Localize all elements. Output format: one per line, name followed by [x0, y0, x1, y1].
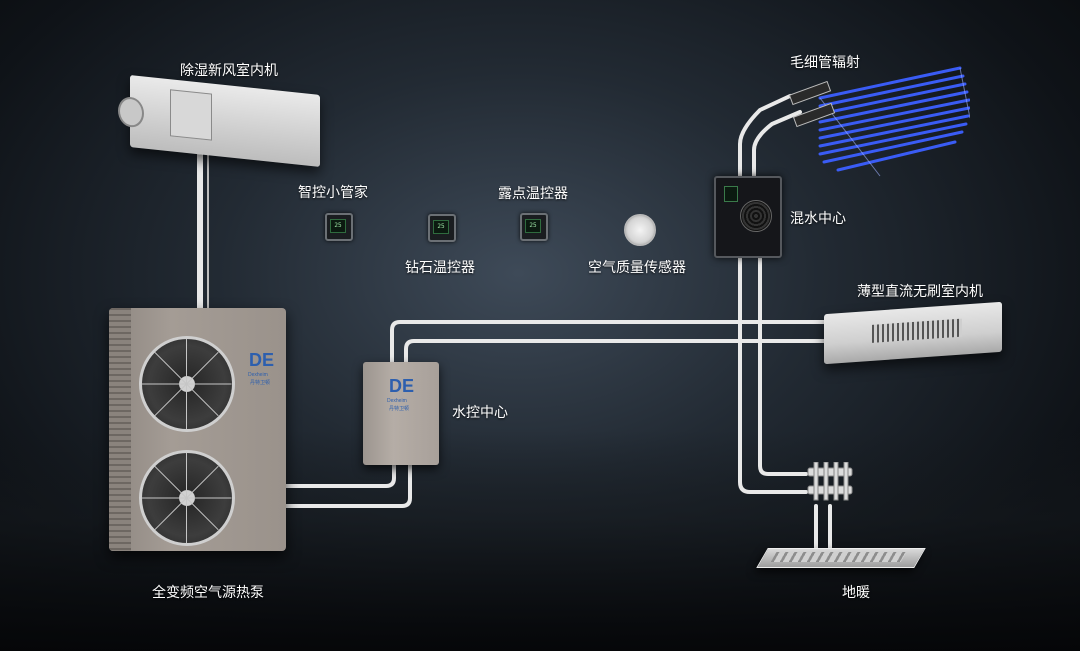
label-air-quality-sensor: 空气质量传感器 [588, 259, 686, 275]
thermostat-screen: 25 [330, 219, 346, 233]
mixing-center-device [714, 176, 782, 258]
brand-name: Dexheim [248, 372, 268, 378]
service-panel [170, 89, 212, 141]
label-mixing-center: 混水中心 [790, 210, 846, 226]
floor-heating-manifold [807, 462, 853, 501]
fan-icon [139, 450, 235, 546]
pipe-mix-cap-1 [738, 94, 792, 178]
heat-pump-outdoor-unit: DE Dexheim 丹特卫顿 [109, 308, 286, 551]
brand-logo-icon: DE [249, 350, 275, 370]
heat-pump-side-grill [109, 308, 131, 551]
pipe-hp-wc-2 [284, 463, 412, 508]
pipe-wc-up-1 [390, 320, 826, 364]
pipe-mix-down-1 [738, 252, 808, 494]
dew-point-thermostat-device: 25 [520, 213, 548, 241]
label-diamond-thermostat: 钻石温控器 [405, 259, 475, 275]
pipe-mix-down-2 [758, 252, 808, 476]
water-control-center-device: DE Dexheim 丹特卫顿 [363, 362, 439, 465]
label-dew-point-thermostat: 露点温控器 [498, 185, 568, 201]
capillary-radiation-mat [788, 66, 970, 177]
brand-name-chinese: 丹特卫顿 [389, 406, 410, 412]
air-quality-sensor-device [624, 214, 656, 246]
thermostat-screen: 25 [433, 220, 449, 234]
diamond-thermostat-device: 25 [428, 214, 456, 242]
label-slim-indoor-unit: 薄型直流无刷室内机 [857, 283, 983, 299]
brand-logo-icon: DE [389, 376, 415, 396]
label-smart-butler: 智控小管家 [298, 184, 368, 200]
pipe-wc-up-2 [404, 339, 826, 364]
mixing-center-dial [740, 200, 772, 232]
label-heat-pump: 全变频空气源热泵 [152, 584, 264, 600]
brand-name: Dexheim [387, 398, 407, 404]
fan-icon [139, 336, 235, 432]
pipe-hp-wc-1 [284, 460, 396, 488]
label-water-control-center: 水控中心 [452, 404, 508, 420]
mixing-center-screen [724, 186, 738, 202]
smart-butler-device: 25 [325, 213, 353, 241]
label-capillary-radiation: 毛细管辐射 [790, 54, 860, 70]
label-fresh-air-unit: 除湿新风室内机 [180, 62, 278, 78]
label-floor-heating: 地暖 [842, 584, 870, 600]
thermostat-screen: 25 [525, 219, 541, 233]
brand-name-chinese: 丹特卫顿 [250, 380, 271, 386]
floor-heating-panel [756, 548, 926, 568]
pipe-mix-cap-2 [752, 110, 802, 178]
indoor-unit-vent [872, 318, 962, 343]
